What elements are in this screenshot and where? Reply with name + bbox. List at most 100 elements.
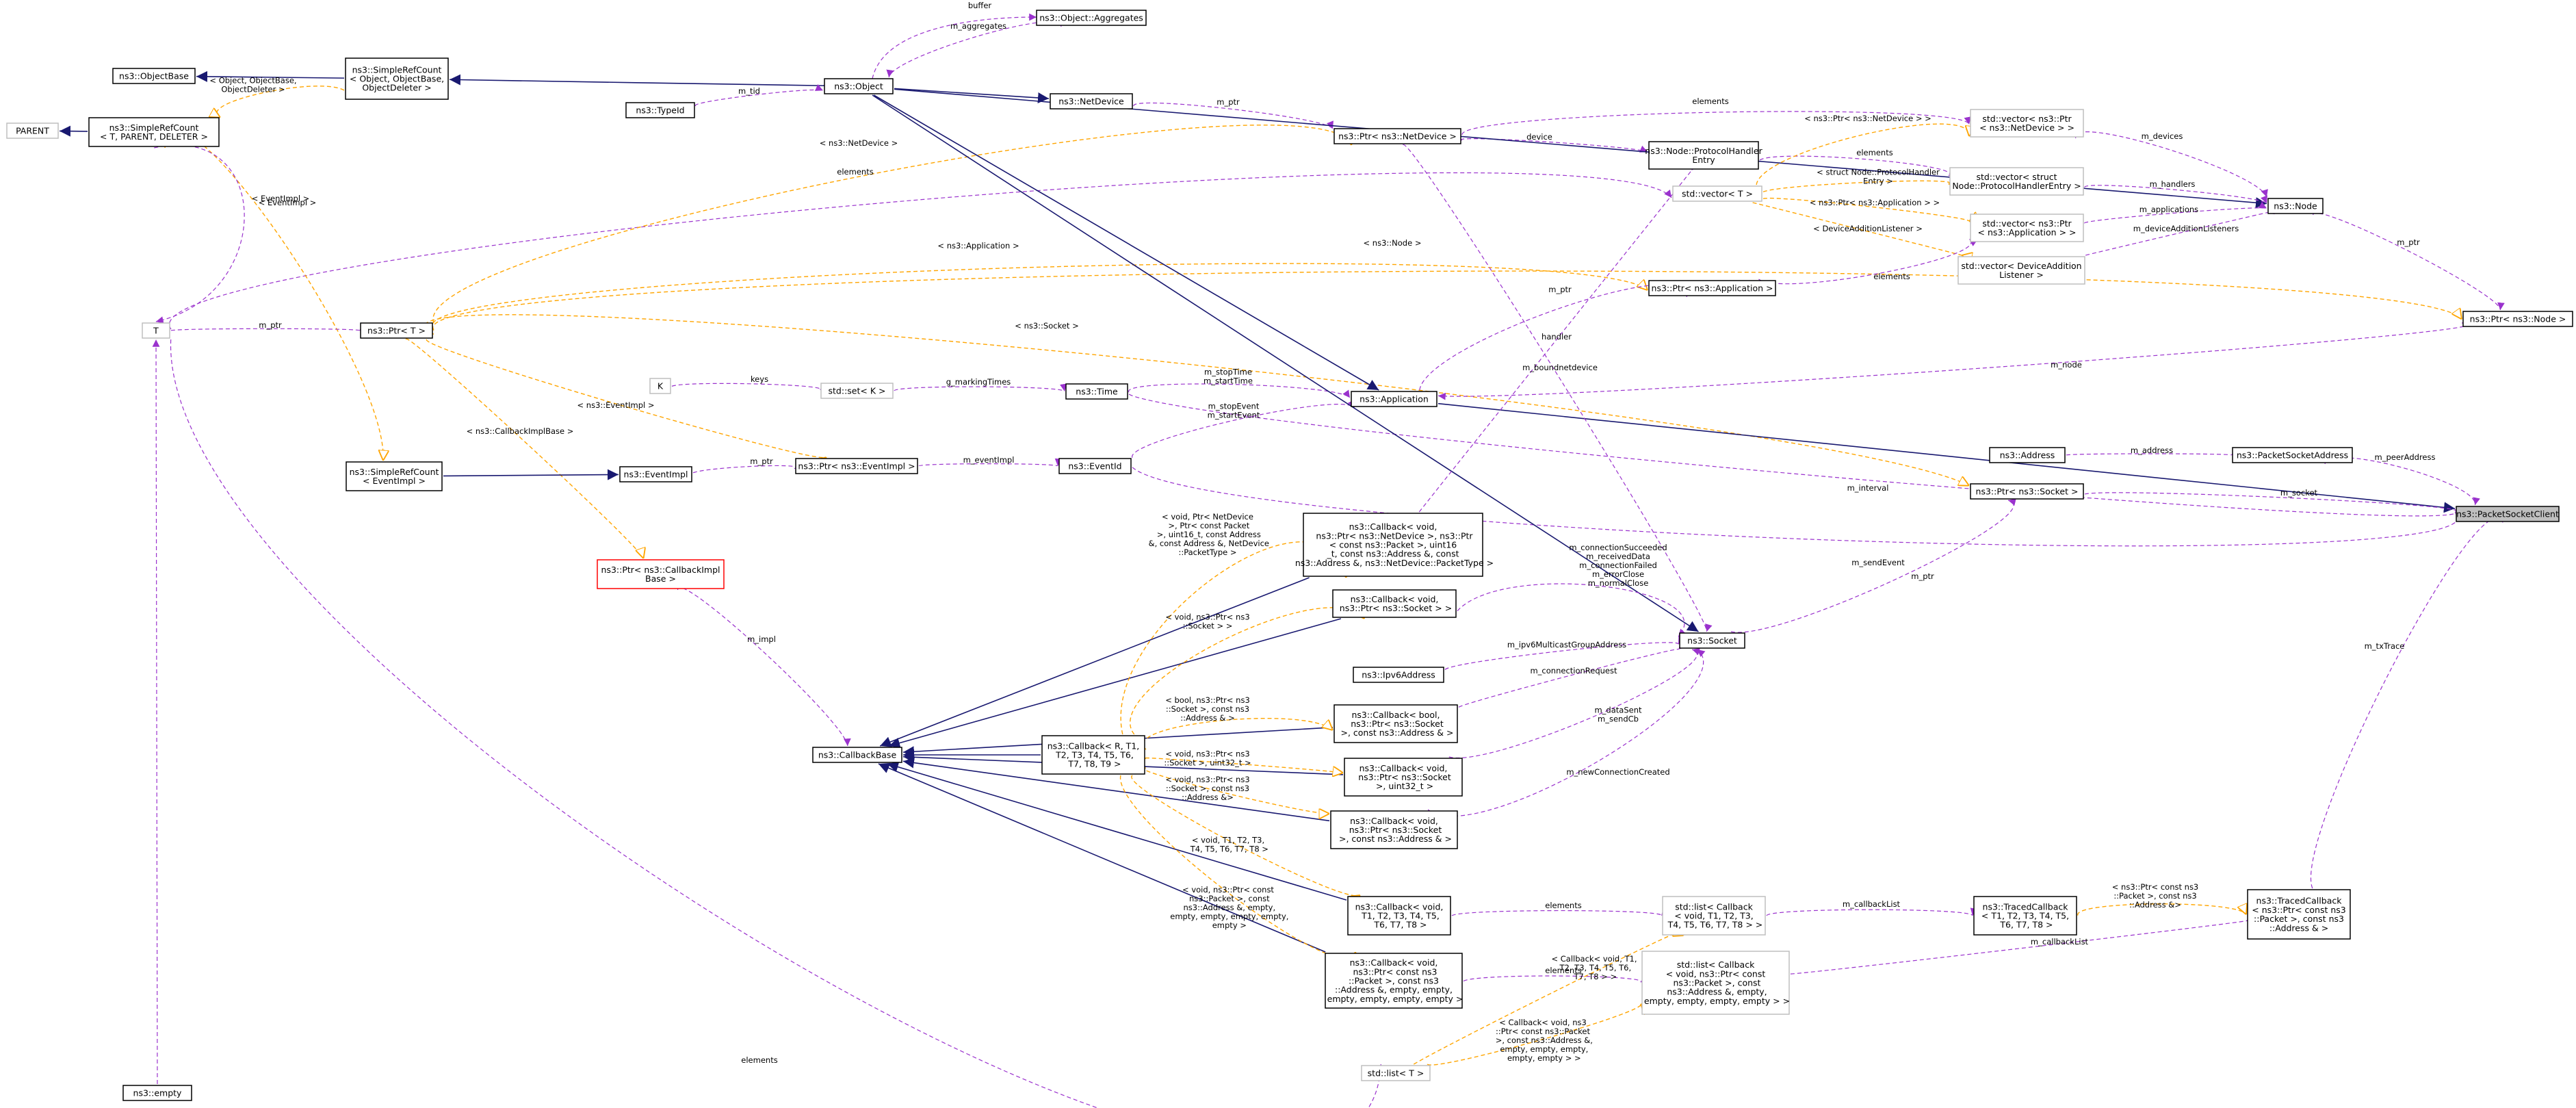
node-ptrEventImpl[interactable]: ns3::Ptr< ns3::EventImpl >	[795, 458, 918, 474]
edge-label-line: m_dataSent	[1594, 706, 1642, 715]
edge-ipv6Address-to-socket	[1444, 636, 1685, 671]
node-ptrT[interactable]: ns3::Ptr< T >	[360, 322, 433, 339]
edge-label-line: m_stopEvent	[1208, 402, 1260, 411]
node-time[interactable]: ns3::Time	[1065, 383, 1128, 400]
node-cbNetDevice[interactable]: ns3::Callback< void, ns3::Ptr< ns3::NetD…	[1292, 513, 1494, 577]
edge-ptrNetDevice-to-socket	[1403, 144, 1713, 632]
node-eventId[interactable]: ns3::EventId	[1058, 458, 1132, 474]
edge-listT-to-listCallbackT-label: < Callback< void, T1, T2, T3, T4, T5, T6…	[1551, 954, 1637, 981]
node-box	[1957, 256, 2085, 285]
edge-T-to-vectorT	[168, 172, 1672, 330]
node-socket[interactable]: ns3::Socket	[1679, 632, 1745, 649]
edge-ptrSocket-to-packetSocketClient-label: m_socket	[2280, 488, 2318, 498]
node-tracedCallbackT[interactable]: ns3::TracedCallback< T1, T2, T3, T4, T5,…	[1973, 896, 2077, 936]
node-vectorT[interactable]: std::vector< T >	[1672, 185, 1762, 202]
edge-simpleRefCountT-to-simpleRefCountEvent	[164, 130, 383, 461]
edge-time-to-packetSocketClient	[1128, 394, 2464, 517]
node-box	[1672, 185, 1762, 202]
edge-label-line: ::Address & >	[1180, 713, 1234, 723]
node-box	[1058, 458, 1132, 474]
edge-T-to-listT	[170, 339, 1385, 1108]
node-vecPtrApplication[interactable]: std::vector< ns3::Ptr< ns3::Application …	[1970, 214, 2084, 242]
node-box	[1347, 896, 1451, 936]
node-object[interactable]: ns3::Object	[824, 78, 894, 94]
node-box	[142, 322, 170, 339]
edge-label-line: m_ptr	[259, 320, 282, 330]
edge-label-line: T2, T3, T4, T5, T6,	[1557, 963, 1631, 972]
node-parent[interactable]: PARENT	[6, 123, 59, 139]
node-ipv6Address[interactable]: ns3::Ipv6Address	[1353, 667, 1444, 683]
node-ptrNetDevice[interactable]: ns3::Ptr< ns3::NetDevice >	[1333, 128, 1461, 144]
node-tracedCallbackPacket[interactable]: ns3::TracedCallback< ns3::Ptr< const ns3…	[2247, 889, 2351, 940]
node-box	[820, 383, 894, 399]
node-setK[interactable]: std::set< K >	[820, 383, 894, 399]
node-packetSocketAddress[interactable]: ns3::PacketSocketAddress	[2232, 447, 2353, 463]
edge-label-line: ::PacketType >	[1178, 547, 1236, 557]
node-eventImpl[interactable]: ns3::EventImpl	[619, 466, 692, 482]
node-ptrNode[interactable]: ns3::Ptr< ns3::Node >	[2462, 311, 2573, 327]
node-callbackBase[interactable]: ns3::CallbackBase	[812, 747, 902, 763]
node-label: ns3::NetDevice	[1058, 96, 1124, 107]
node-cbSocket[interactable]: ns3::Callback< void, ns3::Ptr< ns3::Sock…	[1332, 589, 1457, 618]
node-simpleRefCountObj[interactable]: ns3::SimpleRefCount< Object, ObjectBase,…	[345, 57, 449, 100]
node-cbVoidT[interactable]: ns3::Callback< void, T1, T2, T3, T4, T5,…	[1347, 896, 1451, 936]
edge-ptrT-to-ptrApplication	[431, 263, 1648, 330]
edge-label-line: < ns3::CallbackImplBase >	[467, 426, 574, 436]
node-label: ns3::Callback< void, ns3::Ptr< const ns3…	[1325, 957, 1463, 1004]
node-box	[112, 68, 196, 84]
node-simpleRefCountT[interactable]: ns3::SimpleRefCount< T, PARENT, DELETER …	[88, 117, 220, 147]
node-ptrSocket[interactable]: ns3::Ptr< ns3::Socket >	[1970, 483, 2084, 500]
node-cbSocketAddr[interactable]: ns3::Callback< void, ns3::Ptr< ns3::Sock…	[1330, 810, 1458, 849]
node-listCallbackT[interactable]: std::list< Callback< void, T1, T2, T3, T…	[1662, 896, 1766, 936]
node-cbSocketUint[interactable]: ns3::Callback< void, ns3::Ptr< ns3::Sock…	[1344, 758, 1463, 797]
edge-label-line: m_tid	[738, 86, 760, 96]
node-netDevice[interactable]: ns3::NetDevice	[1050, 93, 1133, 109]
edge-label-line: < void, ns3::Ptr< ns3	[1165, 613, 1249, 622]
edge-label-line: m_impl	[747, 634, 776, 644]
node-callbackGeneric[interactable]: ns3::Callback< R, T1, T2, T3, T4, T5, T6…	[1041, 735, 1145, 775]
node-application[interactable]: ns3::Application	[1351, 391, 1437, 407]
node-listCallbackPacket[interactable]: std::list< Callback< void, ns3::Ptr< con…	[1641, 951, 1790, 1015]
edge-label-line: m_ipv6MulticastGroupAddress	[1507, 640, 1626, 649]
node-box	[1351, 391, 1437, 407]
edge-label-line: < ns3::Socket >	[1015, 321, 1078, 331]
edge-ptrNode-to-application	[1437, 322, 2470, 400]
node-box	[1330, 810, 1458, 849]
node-T[interactable]: T	[142, 322, 170, 339]
node-label: std::list< T >	[1368, 1068, 1424, 1079]
node-aggregates[interactable]: ns3::Object::Aggregates	[1036, 10, 1147, 26]
node-address[interactable]: ns3::Address	[1989, 447, 2066, 463]
edge-application-to-ptrApplication-label: m_ptr	[1548, 285, 1572, 294]
node-objectBase[interactable]: ns3::ObjectBase	[112, 68, 196, 84]
edge-setK-to-time	[894, 383, 1067, 392]
node-simpleRefCountEvent[interactable]: ns3::SimpleRefCount< EventImpl >	[346, 461, 443, 491]
node-box	[1333, 128, 1461, 144]
node-empty[interactable]: ns3::empty	[122, 1085, 192, 1101]
edge-ptrT-to-ptrNetDevice-label: < ns3::NetDevice >	[820, 138, 898, 148]
edge-label-line: ObjectDeleter >	[221, 85, 285, 94]
node-packetSocketClient[interactable]: ns3::PacketSocketClient	[2456, 506, 2560, 522]
node-cbPacket[interactable]: ns3::Callback< void, ns3::Ptr< const ns3…	[1325, 953, 1463, 1009]
node-typeId[interactable]: ns3::TypeId	[625, 102, 695, 118]
node-vecPtrNetDevice[interactable]: std::vector< ns3::Ptr< ns3::NetDevice > …	[1970, 109, 2084, 138]
edge-vectorT-to-vecProtocolHandler	[1762, 181, 1950, 192]
node-cbBoolSocket[interactable]: ns3::Callback< bool, ns3::Ptr< ns3::Sock…	[1333, 704, 1458, 743]
edge-vecDeviceAddition-to-node-label: m_deviceAdditionListeners	[2133, 224, 2239, 233]
node-listT[interactable]: std::list< T >	[1361, 1065, 1431, 1081]
edge-listCallbackT-to-tracedCallbackT	[1766, 907, 1978, 916]
node-K[interactable]: K	[649, 378, 671, 394]
edge-label-line: g_markingTimes	[946, 377, 1011, 387]
node-label: ns3::Callback< void, ns3::Ptr< ns3::Sock…	[1337, 594, 1452, 613]
edge-cbSocketAddr-to-socket-label: m_newConnectionCreated	[1566, 767, 1669, 777]
node-ptrApplication[interactable]: ns3::Ptr< ns3::Application >	[1648, 280, 1776, 296]
node-label: ns3::Ptr< ns3::Application >	[1652, 283, 1773, 294]
node-label: ns3::Application	[1359, 394, 1429, 404]
node-node[interactable]: ns3::Node	[2267, 198, 2324, 214]
edge-ptrT-to-ptrEventImpl-label: < ns3::EventImpl >	[577, 400, 655, 410]
